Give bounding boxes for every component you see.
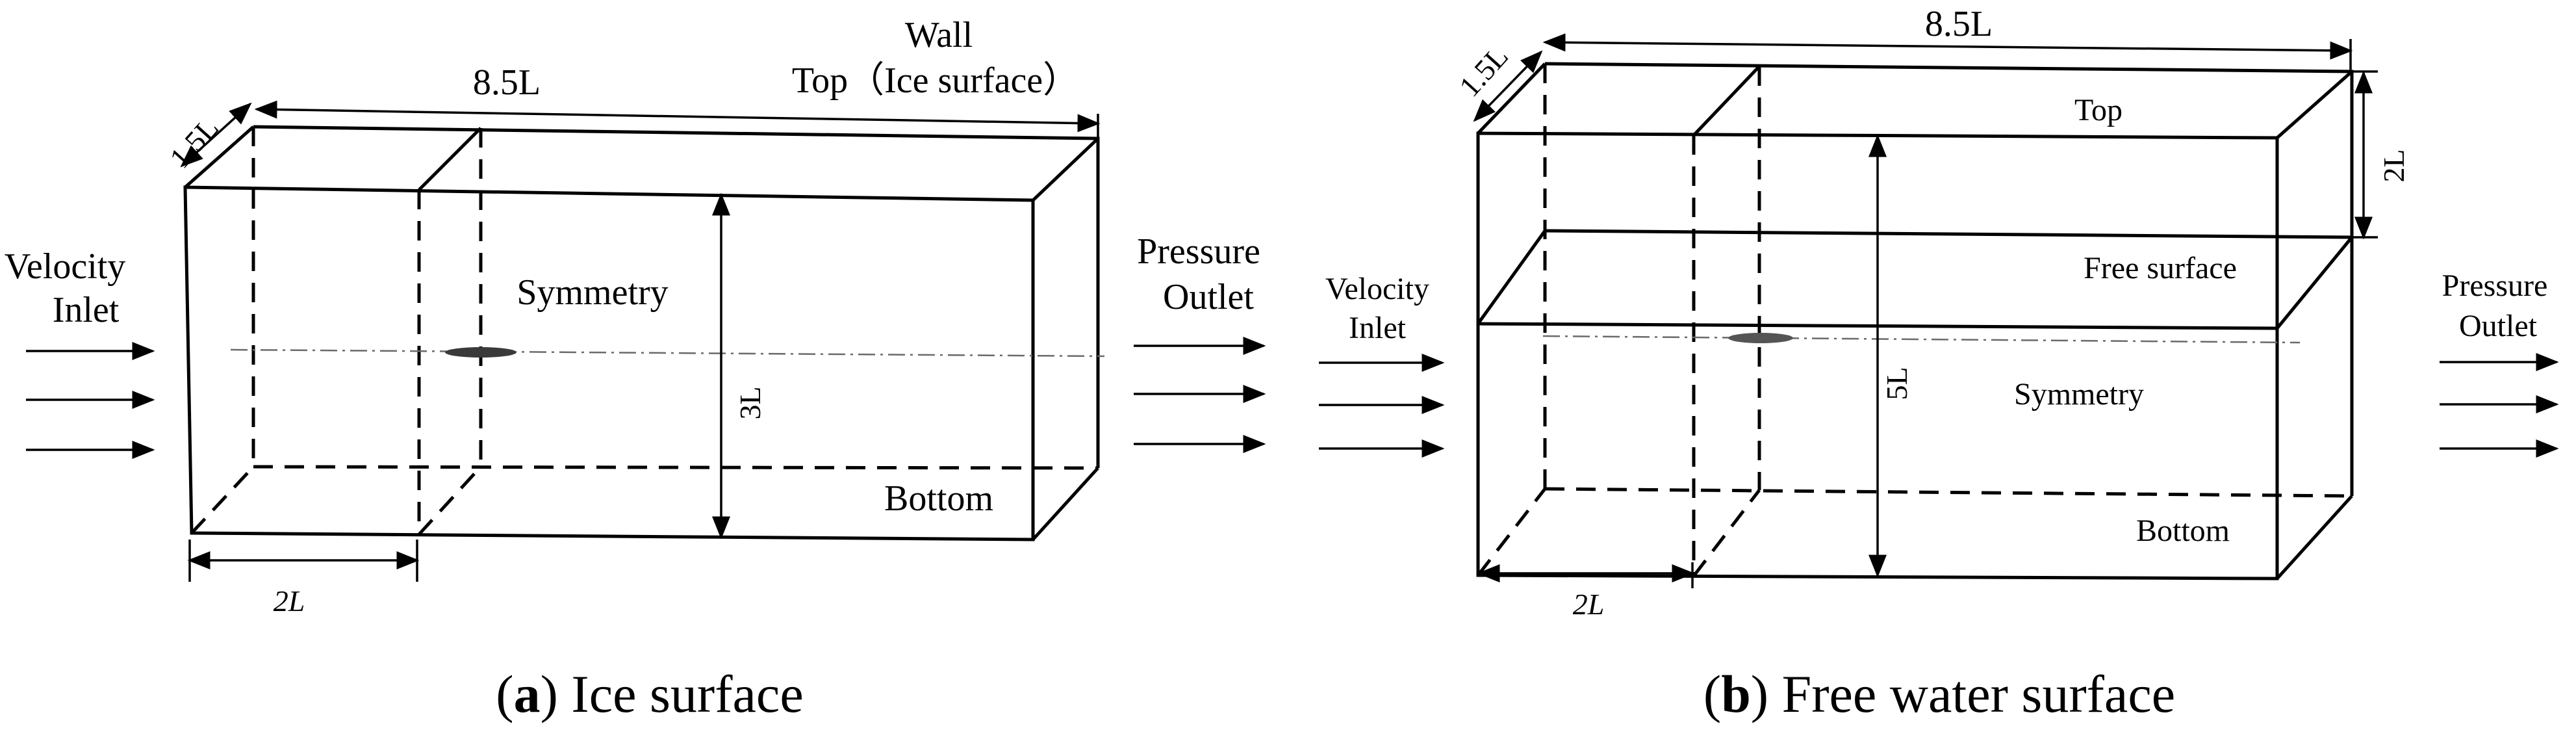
- panel-b-free-surface-back: [1544, 229, 2353, 239]
- panel-b-width-dim: [1473, 50, 1543, 122]
- panel-a-hidden-depth-bottom-left: [190, 465, 255, 534]
- panel-b-outlet-label-1: Pressure: [2442, 268, 2548, 303]
- panel-b-free-surface-left: [1476, 229, 1547, 325]
- panel-a-inlet-label-1: Velocity: [5, 246, 126, 287]
- panel-b-free-water-surface: 8.5L 1.5L 2L 5L 2L Top Free surface Symm…: [1319, 4, 2559, 723]
- panel-a-centerline: [230, 348, 1105, 358]
- panel-a-inlet-plane-top: [418, 127, 482, 191]
- panel-a-length-label: 8.5L: [473, 62, 541, 103]
- panel-a-symmetry-label: Symmetry: [516, 272, 668, 313]
- panel-b-outlet-label-2: Outlet: [2459, 309, 2538, 343]
- panel-a-inlet-dist-label: 2L: [274, 584, 305, 618]
- panel-a-ice-surface: 8.5L 1.5L 3L 2L Wall Top（Ice surface） Sy…: [5, 15, 1266, 723]
- panel-b-caption: (b) Free water surface: [1703, 664, 2175, 723]
- panel-b-depth-bottom-right: [2276, 495, 2353, 580]
- panel-b-inlet-label-1: Velocity: [1325, 272, 1429, 306]
- panel-a-back-top-edge: [253, 125, 1100, 468]
- panel-a-outlet-label-1: Pressure: [1137, 231, 1260, 272]
- panel-a-length-dim: [254, 100, 1101, 133]
- panel-b-centerline: [1542, 335, 2301, 344]
- panel-a-depth-top-right: [1032, 137, 1099, 202]
- panel-b-inlet-plane-top: [1692, 65, 1761, 137]
- panel-a-caption: (a) Ice surface: [496, 664, 803, 723]
- panel-b-air-height-label: 2L: [2377, 149, 2410, 182]
- panel-b-caption-letter: b: [1721, 664, 1751, 723]
- panel-b-hidden-back-bottom: [1544, 487, 2353, 498]
- panel-a-top-label: Top（Ice surface）: [792, 60, 1079, 101]
- panel-b-hidden-inlet-plane-bottom: [1692, 489, 1761, 577]
- panel-a-caption-text: Ice surface: [571, 664, 803, 723]
- panel-a-body-model: [445, 347, 516, 358]
- panel-b-width-label: 1.5L: [1453, 40, 1514, 103]
- panel-b-length-dim: [1542, 33, 2353, 60]
- panel-a-hidden-inlet-plane-bottom: [418, 465, 482, 536]
- panel-b-caption-text: Free water surface: [1782, 664, 2176, 723]
- panel-a-bottom-label: Bottom: [884, 478, 993, 519]
- panel-a-hidden-back-bottom: [253, 465, 1099, 470]
- panel-a-width-label: 1.5L: [163, 111, 225, 175]
- panel-a-wall-label: Wall: [905, 15, 973, 55]
- panel-b-hidden-depth-bottom-left: [1477, 488, 1546, 577]
- panel-b-body-model: [1728, 333, 1793, 343]
- panel-b-bottom-label: Bottom: [2136, 514, 2230, 548]
- panel-a-height-label: 3L: [733, 386, 767, 419]
- panel-b-depth-top-right: [2276, 70, 2353, 139]
- panel-b-inlet-label-2: Inlet: [1349, 311, 1407, 345]
- panel-a-width-dim: [180, 102, 252, 168]
- panel-a-outlet-label-2: Outlet: [1163, 277, 1254, 317]
- panel-a-inlet-label-2: Inlet: [53, 290, 120, 330]
- panel-a-depth-bottom-right: [1032, 467, 1099, 541]
- panel-b-symmetry-label: Symmetry: [2014, 377, 2144, 411]
- panel-b-length-label: 8.5L: [1925, 4, 1993, 44]
- panel-b-inlet-dist-label: 2L: [1573, 588, 1605, 621]
- panel-b-free-surface-label: Free surface: [2084, 251, 2237, 285]
- panel-b-free-surface-right: [2276, 236, 2353, 330]
- panel-b-height-label: 5L: [1880, 367, 1913, 400]
- panel-b-top-label: Top: [2074, 93, 2123, 127]
- panel-a-caption-letter: a: [514, 664, 541, 723]
